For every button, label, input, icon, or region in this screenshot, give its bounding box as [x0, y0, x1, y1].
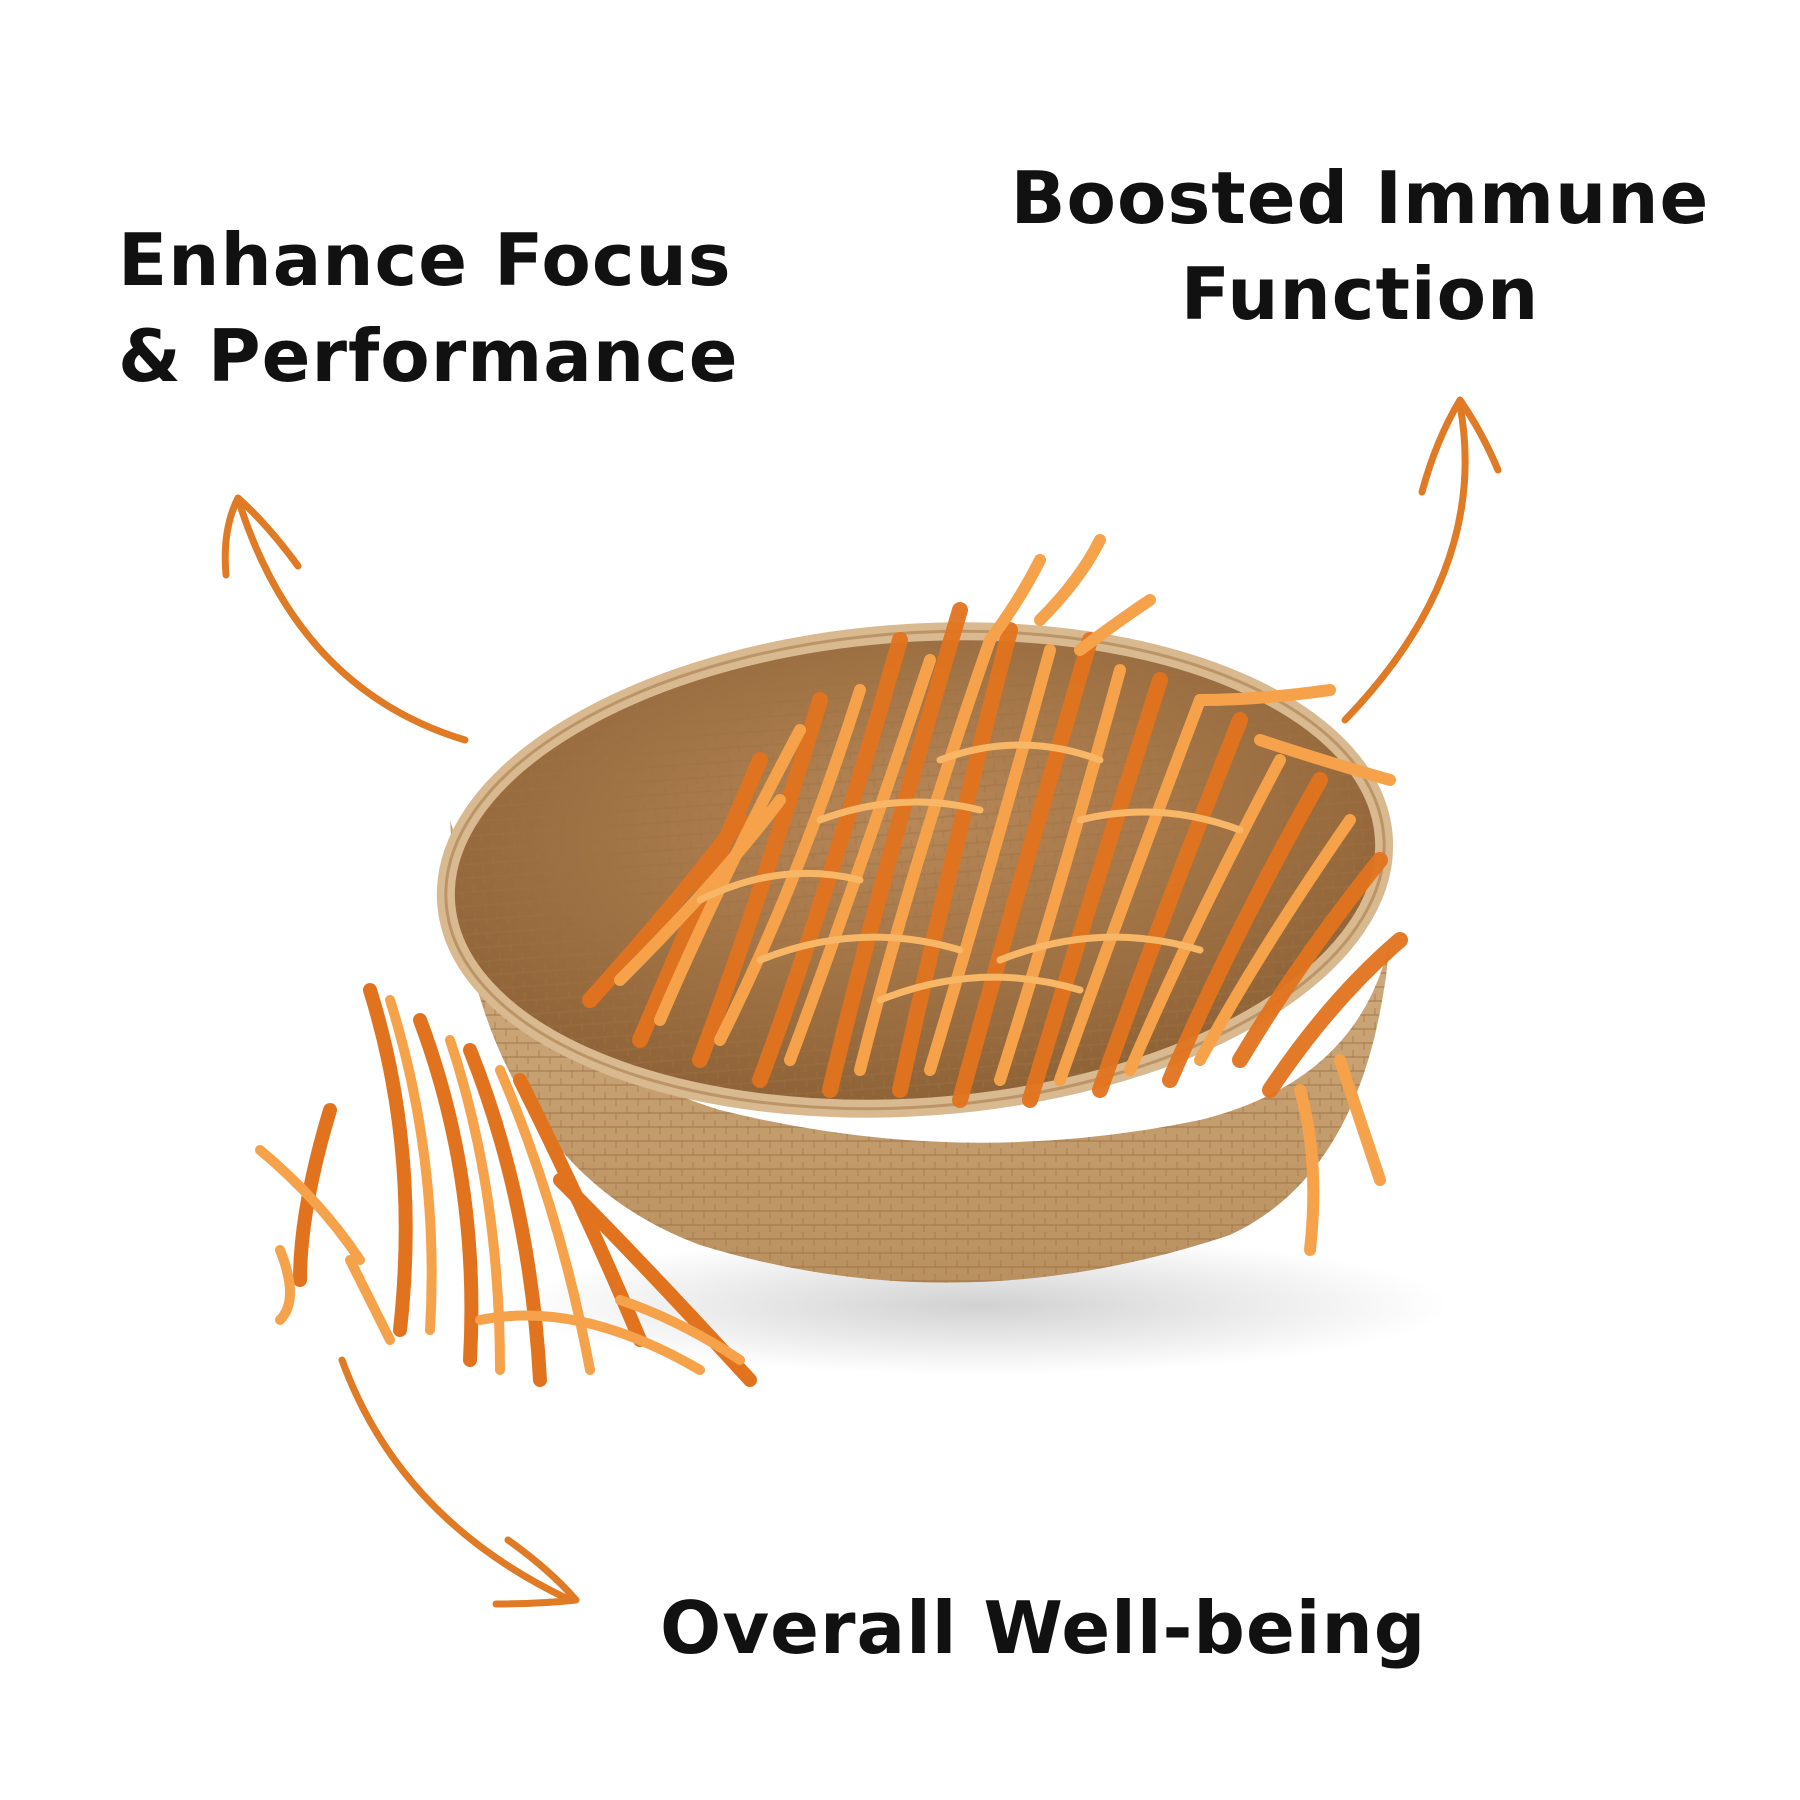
- cordyceps-pile: [582, 534, 1408, 1256]
- curved-arrow-down-right-icon: [338, 1356, 580, 1608]
- benefit-wellbeing-label: Overall Well-being: [660, 1580, 1426, 1676]
- benefit-immune-line2: Function: [1180, 252, 1540, 336]
- benefit-focus-line1: Enhance Focus: [118, 218, 732, 302]
- basket-shadow: [510, 1235, 1450, 1375]
- benefit-wellbeing-line1: Overall Well-being: [660, 1586, 1427, 1670]
- benefit-focus-line2: & Performance: [118, 314, 739, 398]
- curved-arrow-up-right-icon: [1341, 396, 1502, 724]
- benefit-immune-label: Boosted Immune Function: [1000, 150, 1720, 342]
- benefit-immune-line1: Boosted Immune: [1010, 156, 1710, 240]
- curved-arrow-up-left-icon: [221, 494, 469, 744]
- benefit-focus-label: Enhance Focus & Performance: [118, 212, 739, 404]
- loose-cordyceps: [255, 983, 757, 1387]
